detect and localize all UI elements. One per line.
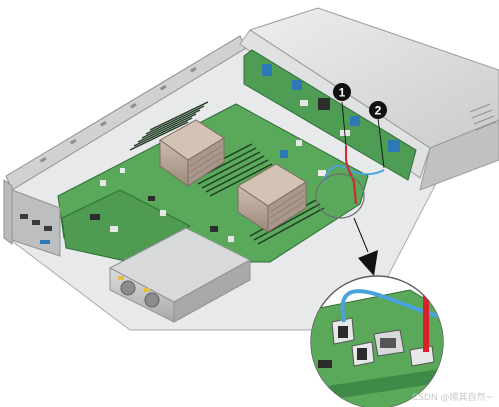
zoom-board-edge — [311, 366, 443, 404]
zoom-red-cable — [423, 288, 429, 352]
callout-2-badge: 2 — [369, 101, 387, 119]
zoom-pointer-line — [353, 217, 369, 253]
callout-1-leader — [341, 101, 347, 147]
callout-2-leader — [377, 117, 385, 169]
chassis-front-face — [3, 179, 13, 245]
callout-1-label: 1 — [339, 86, 346, 100]
callout-2-label: 2 — [375, 104, 382, 118]
red-cable — [345, 146, 357, 205]
dimm-slots-left — [129, 101, 209, 151]
heatsink-cpu2 — [237, 163, 307, 233]
zoom-detail — [310, 275, 444, 407]
callout-1-badge: 1 — [333, 83, 351, 101]
zoom-blue-cable — [340, 289, 443, 323]
watermark-text: CSDN @顺其自然~ — [411, 393, 493, 403]
motherboard-components — [90, 140, 326, 242]
chassis-vent-slots — [39, 66, 197, 163]
disk-cage-side — [419, 119, 499, 191]
heatsink-cpu1 — [159, 119, 225, 187]
zoom-chip — [318, 360, 332, 368]
zoom-pointer-arrowhead — [358, 250, 378, 276]
blue-cable — [323, 164, 385, 183]
zoom-connector-right — [373, 329, 405, 357]
zoom-connector-far-right — [409, 345, 435, 367]
disk-cage-vents — [469, 103, 497, 131]
power-supply-units — [108, 227, 252, 323]
detail-source-ring — [315, 173, 365, 219]
zoom-connector-center — [351, 341, 375, 367]
disk-backplane — [243, 49, 417, 181]
rear-io-ports — [20, 214, 52, 244]
